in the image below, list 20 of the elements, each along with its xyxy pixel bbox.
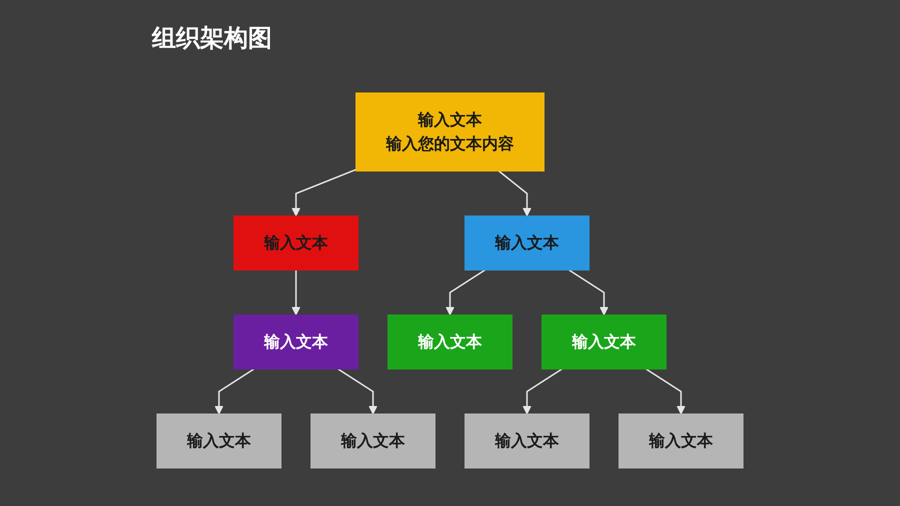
node-box: 输入文本 [234,215,358,270]
arrow [498,170,532,216]
arrow [646,368,686,414]
arrow [338,368,378,414]
arrow [522,368,562,414]
node-box: 输入文本 [388,314,512,369]
arrow [292,168,356,216]
node-box: 输入文本 输入您的文本内容 [356,92,544,171]
arrow [292,270,300,315]
arrow [568,268,608,315]
arrow [214,368,254,414]
node-box: 输入文本 [156,413,282,468]
node-box: 输入文本 [618,413,744,468]
node-box: 输入文本 [464,413,590,468]
node-box: 输入文本 [310,413,436,468]
node-box: 输入文本 [464,215,590,270]
diagram-title: 组织架构图 [152,23,272,54]
node-box: 输入文本 [234,314,358,369]
arrow [446,268,486,315]
node-box: 输入文本 [542,314,666,369]
